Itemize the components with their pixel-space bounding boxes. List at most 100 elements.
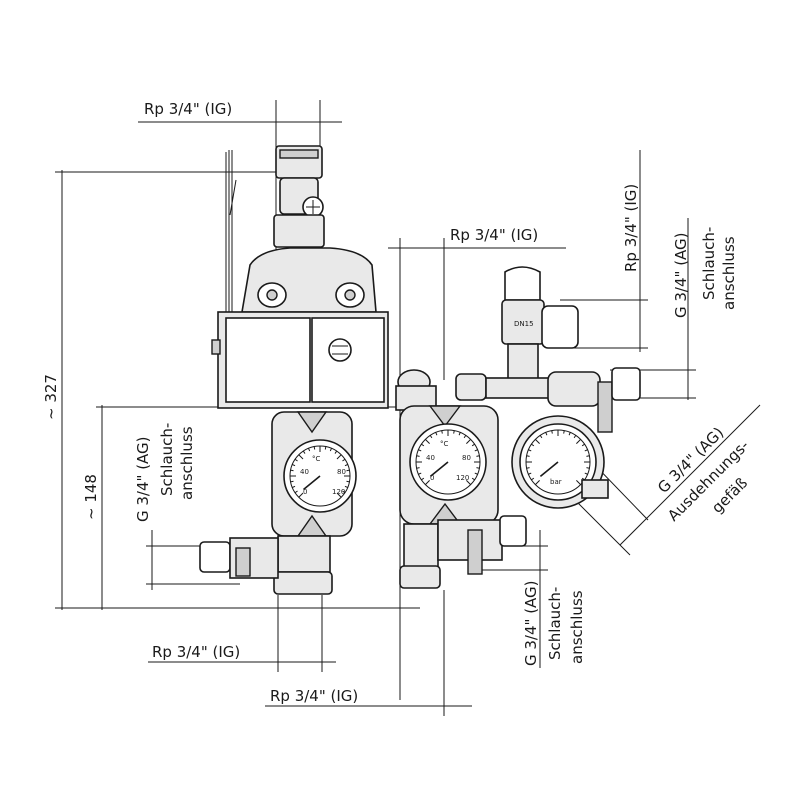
mid-gauge-tick <box>466 480 471 485</box>
valve-marking: DN15 <box>514 320 534 328</box>
mid-gauge-tick <box>425 480 430 485</box>
left-gauge-scale-0: 0 <box>303 488 307 496</box>
mid-gauge-tick <box>425 439 430 444</box>
label-schlauch-left-1: Schlauch- <box>158 423 176 496</box>
pressure-gauge-tick <box>551 430 553 434</box>
mid-gauge-tick <box>476 455 480 457</box>
left-gauge-tick <box>329 448 332 452</box>
mid-gauge-tick <box>418 449 422 452</box>
pressure-gauge-tick <box>576 480 581 485</box>
label-schlauch-bottom-2: anschluss <box>568 590 586 664</box>
mid-gauge-tick <box>416 455 420 457</box>
left-gauge-tick <box>344 485 348 488</box>
left-gauge-tick <box>342 490 346 494</box>
left-gauge-tick <box>294 490 298 494</box>
mid-gauge-tick <box>453 430 455 434</box>
pressure-gauge-tick <box>535 480 540 485</box>
left-gauge-tick <box>313 446 316 450</box>
left-gauge-tick <box>292 464 296 467</box>
left-gauge-tick <box>342 458 346 462</box>
pressure-gauge-needle <box>539 461 559 478</box>
pump-assembly <box>211 145 389 409</box>
mid-gauge-tick <box>474 472 478 475</box>
left-valve-block: °C 40 80 120 0 <box>199 411 357 595</box>
label-g-bottom: G 3/4" (AG) <box>522 580 540 666</box>
mid-gauge-tick <box>476 467 480 469</box>
mid-gauge-tick <box>471 443 475 447</box>
label-rp-top: Rp 3/4" (IG) <box>144 100 232 118</box>
mid-gauge-tick <box>418 472 422 475</box>
label-g-right-vertical: G 3/4" (AG) <box>672 232 690 318</box>
left-gauge-tick <box>292 485 296 488</box>
label-schlauch-right-2: anschluss <box>720 236 738 310</box>
mid-gauge-scale-80: 80 <box>462 454 471 462</box>
left-gauge-tick <box>346 469 350 472</box>
safety-valve: DN15 <box>485 266 641 433</box>
pressure-gauge-tick <box>545 432 548 436</box>
left-gauge-tick <box>302 450 306 454</box>
pressure-gauge-tick <box>528 472 532 475</box>
mid-gauge-tick <box>474 449 478 452</box>
mid-gauge-tick <box>471 477 475 481</box>
left-gauge-tick <box>334 450 338 454</box>
pressure-gauge-tick <box>576 439 581 444</box>
left-gauge-scale-80: 80 <box>337 468 346 476</box>
pressure-gauge-tick <box>573 435 577 439</box>
mid-gauge-tick <box>429 435 433 439</box>
pressure-gauge-tick <box>531 477 535 481</box>
pressure-gauge-unit: bar <box>550 478 562 486</box>
left-gauge-scale-40: 40 <box>300 468 309 476</box>
pressure-gauge-tick <box>586 455 590 457</box>
mid-gauge-tick <box>441 430 443 434</box>
left-gauge-tick <box>290 469 294 472</box>
label-g-left: G 3/4" (AG) <box>134 436 152 522</box>
pressure-gauge-tick <box>584 472 588 475</box>
mid-gauge-scale-0: 0 <box>430 474 434 482</box>
left-gauge-tick <box>324 446 327 450</box>
label-rp-mid: Rp 3/4" (IG) <box>450 226 538 244</box>
left-gauge-tick <box>290 480 294 483</box>
pressure-gauge-tick <box>586 467 590 469</box>
left-gauge-tick <box>294 458 298 462</box>
mid-gauge-unit: °C <box>440 440 449 448</box>
pressure-gauge-tick <box>568 432 571 436</box>
label-schlauch-left-2: anschluss <box>178 426 196 500</box>
left-gauge-tick <box>298 454 304 460</box>
label-dim-327: ~ 327 <box>42 374 60 420</box>
pressure-gauge-tick <box>528 449 532 452</box>
label-dim-148: ~ 148 <box>82 474 100 520</box>
label-schlauch-bottom-1: Schlauch- <box>546 587 564 660</box>
left-gauge-tick <box>336 492 342 498</box>
label-rp-bottom: Rp 3/4" (IG) <box>270 687 358 705</box>
mid-gauge-tick <box>416 467 420 469</box>
label-schlauch-right-1: Schlauch- <box>700 227 718 300</box>
left-gauge-tick <box>346 480 350 483</box>
mid-gauge-scale-120: 120 <box>456 474 469 482</box>
mid-gauge-tick <box>435 432 438 436</box>
mid-gauge-tick <box>463 435 467 439</box>
pressure-gauge-tick <box>526 467 530 469</box>
pressure-gauge-tick <box>581 443 585 447</box>
mid-gauge-needle <box>429 461 449 478</box>
left-gauge-scale-120: 120 <box>332 488 345 496</box>
left-gauge-tick <box>298 492 304 498</box>
left-gauge-tick <box>344 464 348 467</box>
pressure-gauge-tick <box>531 443 535 447</box>
pressure-gauge-tick <box>539 435 543 439</box>
pressure-gauge-tick <box>526 455 530 457</box>
pressure-gauge-tick <box>535 439 540 444</box>
mid-gauge-tick <box>458 432 461 436</box>
pressure-gauge-tick <box>584 449 588 452</box>
left-gauge-tick <box>336 454 342 460</box>
pressure-gauge-assembly: bar <box>511 415 609 509</box>
label-rp-right-vertical: Rp 3/4" (IG) <box>622 184 640 272</box>
mid-gauge-scale-40: 40 <box>426 454 435 462</box>
label-rp-bottom-left: Rp 3/4" (IG) <box>152 643 240 661</box>
left-gauge-tick <box>308 448 311 452</box>
pressure-gauge-tick <box>563 430 565 434</box>
left-gauge-needle <box>302 475 321 491</box>
middle-valve-block: °C 40 80 120 0 <box>395 369 527 589</box>
left-gauge-unit: °C <box>312 455 321 463</box>
